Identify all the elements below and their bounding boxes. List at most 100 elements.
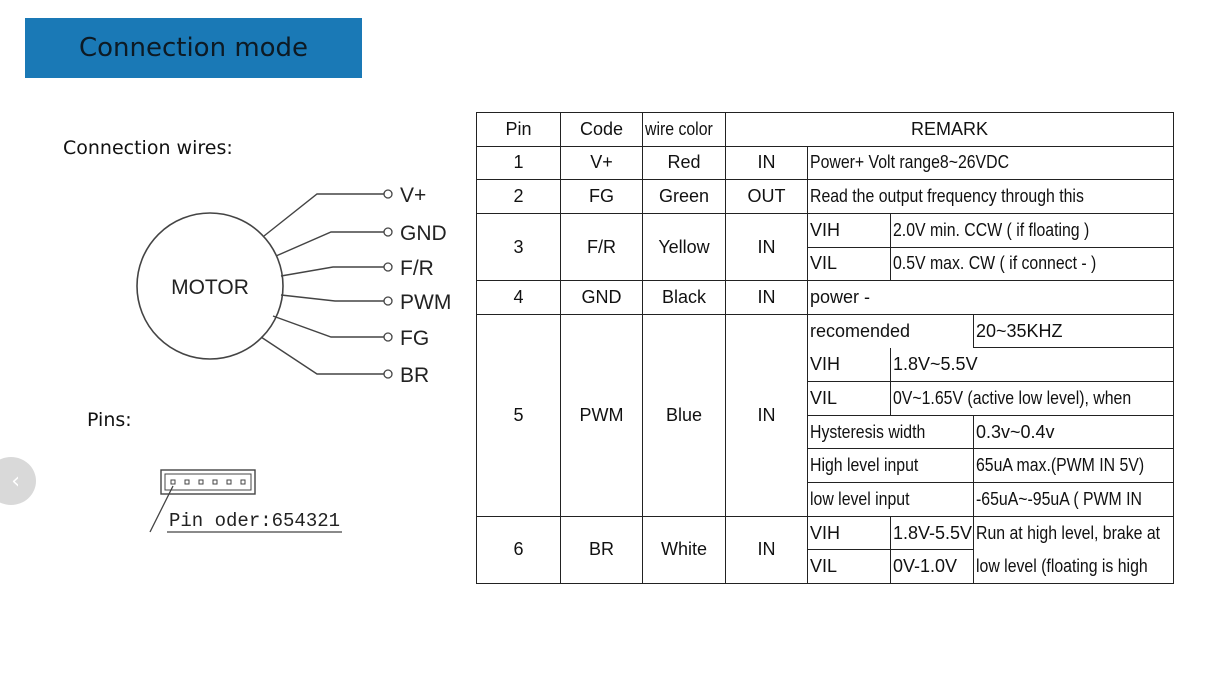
wire-label-vplus: V+ <box>400 184 426 207</box>
remark-cell: Read the output frequency through this <box>806 179 1175 214</box>
terminal-fg <box>383 332 393 342</box>
table-row: 1 V+ Red IN Power+ Volt range8~26VDC <box>476 145 1175 181</box>
page-title: Connection mode <box>78 33 309 63</box>
remark-cell: power - <box>806 280 1175 315</box>
code-cell: PWM <box>560 313 643 517</box>
pin-cell: 2 <box>476 179 561 214</box>
io-cell: IN <box>725 145 808 181</box>
code-cell: GND <box>560 280 643 315</box>
remark-value-cell: 20~35KHZ <box>972 313 1175 349</box>
wire-line-fg <box>272 315 384 338</box>
wire-label-br: BR <box>400 364 429 387</box>
wire-line-br <box>260 336 384 375</box>
remark-key-cell: High level input <box>807 448 974 484</box>
wire-line-gnd <box>275 231 384 257</box>
remark-note-cell: Run at high level, brake at <box>972 515 1175 550</box>
header-remark: REMARK <box>724 112 1175 147</box>
remark-value-cell: 0.5V max. CW ( if connect - ) <box>889 246 1175 282</box>
wire-label-fr: F/R <box>400 257 434 280</box>
io-cell: IN <box>725 515 808 585</box>
connector-pin <box>212 479 218 485</box>
color-cell: Red <box>642 145 726 181</box>
table-row: VIL 0V-1.0V low level (floating is high <box>477 549 1175 584</box>
terminal-vplus <box>383 189 393 199</box>
color-cell: Blue <box>642 313 726 517</box>
connector-pin <box>198 479 204 485</box>
connector-diagram: Pin oder:654321 <box>149 469 342 533</box>
table-row: low level input -65uA~-95uA ( PWM IN <box>477 482 1175 517</box>
code-cell: V+ <box>560 145 643 181</box>
connector-pin <box>170 479 176 485</box>
io-cell: IN <box>725 313 808 517</box>
remark-key-cell: VIH <box>807 212 891 248</box>
remark-key-cell: VIL <box>807 381 891 416</box>
remark-key-cell: VIH <box>807 347 891 383</box>
connector-pin <box>240 479 246 485</box>
remark-key-cell: VIL <box>807 549 891 584</box>
header-wire-color: wire color <box>642 112 726 147</box>
pin-cell: 6 <box>476 515 561 585</box>
terminal-pwm <box>383 296 393 306</box>
io-cell: OUT <box>725 179 808 214</box>
pin-cell: 5 <box>476 313 561 517</box>
pin-cell: 3 <box>476 212 561 282</box>
wire-label-pwm: PWM <box>400 291 450 314</box>
remark-value-cell: 0V~1.65V (active low level), when <box>889 381 1175 416</box>
header-pin: Pin <box>476 112 561 147</box>
motor-wiring-diagram: MOTOR V+ GND F/R PWM FG BR <box>136 184 450 387</box>
table-row: 6 BR White IN VIH 1.8V-5.5V Run at high … <box>476 515 1175 585</box>
connection-wires-label: Connection wires: <box>63 137 233 159</box>
wire-line-fr <box>280 266 384 277</box>
color-cell: White <box>642 515 726 585</box>
motor-body <box>136 212 284 360</box>
remark-value-cell: 0V-1.0V <box>890 549 974 584</box>
caption-leader-line <box>149 485 174 533</box>
wire-line-vplus <box>263 193 384 237</box>
pin-order-caption: Pin oder:654321 <box>169 510 340 532</box>
code-cell: F/R <box>560 212 643 282</box>
chevron-left-icon: ‹ <box>11 468 20 494</box>
terminal-gnd <box>383 227 393 237</box>
remark-cell: Power+ Volt range8~26VDC <box>806 145 1175 181</box>
color-cell: Yellow <box>642 212 726 282</box>
table-row: VIL 0.5V max. CW ( if connect - ) <box>477 246 1175 282</box>
title-banner: Connection mode <box>25 18 362 78</box>
table-row: VIL 0V~1.65V (active low level), when <box>477 381 1175 416</box>
remark-value-cell: 65uA max.(PWM IN 5V) <box>972 448 1175 484</box>
io-cell: IN <box>725 212 808 282</box>
remark-note-cell: low level (floating is high <box>972 549 1175 584</box>
motor-label: MOTOR <box>171 276 249 299</box>
pin-cell: 4 <box>476 280 561 315</box>
pins-label: Pins: <box>87 409 132 431</box>
remark-value-cell: 1.8V~5.5V <box>889 347 1175 383</box>
connector-housing <box>160 469 256 495</box>
table-row: High level input 65uA max.(PWM IN 5V) <box>477 448 1175 484</box>
terminal-br <box>383 369 393 379</box>
connector-pin <box>226 479 232 485</box>
remark-key-cell: Hysteresis width <box>807 414 974 450</box>
previous-slide-button[interactable]: ‹ <box>0 457 36 505</box>
remark-key-cell: low level input <box>807 482 974 517</box>
remark-value-cell: 0.3v~0.4v <box>972 414 1175 450</box>
table-row: 4 GND Black IN power - <box>476 280 1175 315</box>
connector-inner <box>164 473 252 491</box>
remark-key-cell: VIH <box>807 515 891 551</box>
pin-cell: 1 <box>476 145 561 181</box>
remark-key-cell: VIL <box>807 246 891 282</box>
table-row: 3 F/R Yellow IN VIH 2.0V min. CCW ( if f… <box>476 212 1175 282</box>
color-cell: Green <box>642 179 726 214</box>
io-cell: IN <box>725 280 808 315</box>
remark-value-cell: 1.8V-5.5V <box>890 515 974 551</box>
connector-pin <box>184 479 190 485</box>
table-row: VIH 1.8V~5.5V <box>477 347 1175 383</box>
remark-value-cell: 2.0V min. CCW ( if floating ) <box>889 212 1175 248</box>
wire-line-pwm <box>280 294 384 302</box>
wire-label-fg: FG <box>400 327 429 350</box>
remark-value-cell: -65uA~-95uA ( PWM IN <box>972 482 1175 517</box>
pin-spec-table: Pin Code wire color REMARK 1 V+ Red IN P… <box>476 112 1175 585</box>
remark-key-cell: recomended <box>807 313 974 348</box>
code-cell: BR <box>560 515 643 585</box>
table-row: 5 PWM Blue IN recomended 20~35KHZ <box>476 313 1175 517</box>
code-cell: FG <box>560 179 643 214</box>
header-code: Code <box>560 112 643 147</box>
